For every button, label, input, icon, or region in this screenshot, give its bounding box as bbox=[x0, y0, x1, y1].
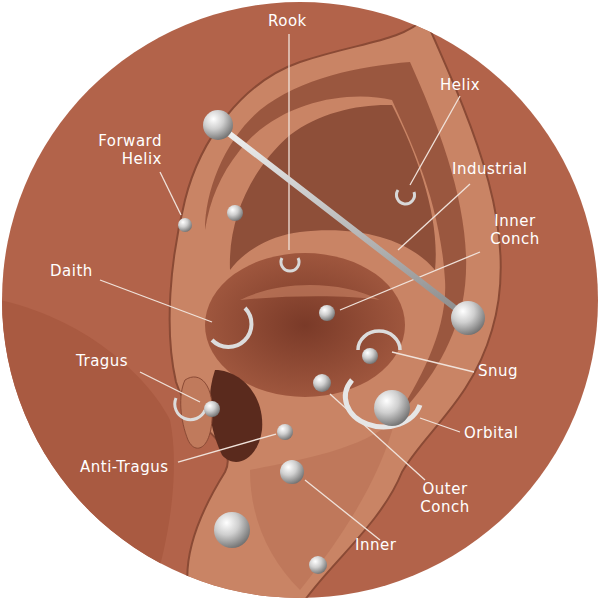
part-label: Inner bbox=[355, 536, 396, 554]
bead bbox=[313, 374, 331, 392]
ring bbox=[212, 308, 251, 347]
part-label: Rook bbox=[268, 12, 307, 30]
helix-groove bbox=[205, 62, 466, 420]
part-label: Forward Helix bbox=[70, 132, 162, 168]
part-label: Daith bbox=[50, 262, 93, 280]
lobe bbox=[250, 420, 395, 590]
leader-line bbox=[392, 352, 474, 372]
bead bbox=[204, 401, 220, 417]
leader-line bbox=[398, 184, 470, 250]
ear-canal bbox=[210, 370, 263, 462]
fossa bbox=[230, 105, 436, 270]
leader-line bbox=[288, 34, 289, 250]
bead bbox=[203, 110, 233, 140]
ring bbox=[358, 331, 400, 350]
ring bbox=[345, 380, 420, 427]
bead bbox=[451, 301, 485, 335]
part-label: Anti-Tragus bbox=[80, 458, 169, 476]
ring bbox=[175, 398, 205, 420]
leader-line bbox=[178, 434, 276, 462]
leader-line bbox=[305, 480, 380, 540]
bead bbox=[277, 424, 293, 440]
part-label: Tragus bbox=[76, 352, 128, 370]
bead bbox=[178, 218, 192, 232]
leader-line bbox=[140, 372, 200, 402]
face-shade bbox=[0, 300, 174, 600]
part-label: Industrial bbox=[452, 160, 527, 178]
bead bbox=[374, 390, 410, 426]
bead bbox=[280, 460, 304, 484]
leader-line bbox=[160, 172, 181, 215]
leader-line bbox=[100, 280, 212, 322]
industrial-bar bbox=[218, 125, 468, 318]
leader-line bbox=[340, 252, 480, 310]
bead bbox=[319, 305, 335, 321]
leader-line bbox=[420, 418, 460, 432]
bead bbox=[227, 205, 243, 221]
bead bbox=[362, 348, 378, 364]
part-label: Orbital bbox=[464, 424, 518, 442]
bead bbox=[214, 512, 250, 548]
ear-outline bbox=[170, 18, 501, 600]
part-label: Helix bbox=[440, 76, 480, 94]
part-label: Outer Conch bbox=[408, 480, 482, 516]
jewelry bbox=[175, 110, 485, 574]
helix-root bbox=[240, 285, 380, 300]
ring bbox=[397, 190, 415, 204]
bead bbox=[309, 556, 327, 574]
part-label: Snug bbox=[478, 362, 518, 380]
ring bbox=[281, 258, 299, 271]
part-label: Inner Conch bbox=[478, 212, 552, 248]
